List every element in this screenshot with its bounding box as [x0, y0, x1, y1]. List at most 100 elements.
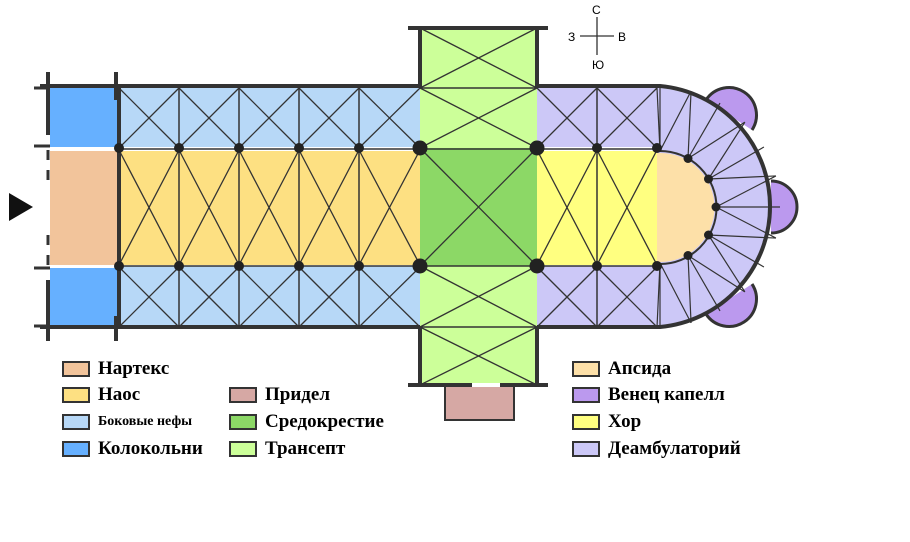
pier	[294, 143, 304, 153]
pier	[711, 202, 721, 212]
chapel-outlines	[704, 86, 799, 328]
legend-label-nave: Наос	[98, 384, 141, 405]
pier	[412, 258, 428, 274]
legend-label-ambulatory: Деамбулаторий	[608, 438, 741, 459]
pier	[652, 143, 662, 153]
legend-label-crossing: Средокрестие	[265, 411, 384, 432]
pier	[683, 250, 693, 260]
pier	[294, 261, 304, 271]
vault-rib	[596, 149, 658, 266]
ambulatory-rib	[656, 87, 661, 152]
vault-rib	[298, 149, 360, 266]
north-tower	[50, 88, 119, 147]
ambulatory-rib	[659, 90, 692, 152]
legend-swatch-crossing	[229, 414, 257, 430]
vault-rib	[536, 149, 598, 266]
legend-choir: Хор	[572, 411, 641, 433]
chapel-north	[706, 87, 757, 130]
apse-region	[657, 153, 715, 262]
doorway-gaps	[472, 383, 500, 387]
vault-rib	[419, 147, 538, 267]
vault-rib	[358, 266, 421, 328]
vault-rib	[596, 87, 658, 149]
transept-south-arm	[420, 266, 537, 385]
vault-rib	[118, 149, 180, 266]
pier	[354, 261, 364, 271]
legend-swatch-ambulatory	[572, 441, 600, 457]
legend-chapels-crown: Венец капелл	[572, 384, 725, 406]
legend-ambulatory: Деамбулаторий	[572, 438, 741, 460]
pier	[652, 261, 662, 271]
bay-lines	[119, 87, 657, 328]
compass-south-label: Ю	[592, 58, 604, 72]
vault-rib	[536, 87, 598, 149]
vault-rib	[118, 266, 180, 328]
legend-aisles: Боковые нефы	[62, 411, 192, 433]
vault-rib	[596, 266, 658, 328]
vault-rib	[238, 149, 300, 266]
compass-west-label: З	[568, 30, 575, 44]
legend-chapel: Придел	[229, 384, 330, 406]
pier	[114, 261, 124, 271]
pier	[529, 258, 545, 274]
legend-swatch-aisles	[62, 414, 90, 430]
ambulatory-rib	[708, 146, 765, 180]
legend-swatch-chapels-crown	[572, 387, 600, 403]
legend-label-aisles: Боковые нефы	[98, 414, 193, 429]
legend-label-choir: Хор	[608, 411, 642, 432]
ambulatory-rib	[687, 91, 692, 159]
compass-north-label: С	[592, 3, 601, 17]
legend-towers: Колокольни	[62, 438, 203, 460]
pier	[703, 174, 713, 184]
compass-rose: С Ю З В	[568, 3, 626, 72]
ambulatory-rib	[687, 255, 721, 312]
legend-label-narthex: Нартекс	[98, 358, 170, 379]
side-chapel-region	[445, 386, 514, 420]
pier	[592, 143, 602, 153]
legend-crossing: Средокрестие	[229, 411, 384, 433]
entrance-wall-dashes	[34, 86, 50, 328]
outer-walls	[40, 26, 773, 387]
legend-apse: Апсида	[572, 358, 671, 380]
legend-swatch-choir	[572, 414, 600, 430]
vault-rib	[419, 326, 538, 386]
legend-label-towers: Колокольни	[98, 438, 203, 459]
legend-swatch-transept	[229, 441, 257, 457]
pier	[234, 261, 244, 271]
pier	[412, 140, 428, 156]
vault-rib	[419, 87, 538, 149]
legend-narthex: Нартекс	[62, 358, 169, 380]
legend-swatch-towers	[62, 441, 90, 457]
ambulatory-rib	[687, 121, 746, 160]
piers	[114, 140, 721, 274]
vault-rib	[238, 87, 300, 149]
ambulatory-rib	[656, 262, 661, 328]
legend-label-chapel: Придел	[265, 384, 330, 405]
legend-nave: Наос	[62, 384, 140, 406]
vault-rib	[178, 87, 240, 149]
vault-ribs	[118, 27, 658, 386]
pier	[703, 230, 713, 240]
vault-rib	[419, 265, 538, 328]
ambulatory-rib	[707, 234, 746, 293]
pier	[529, 140, 545, 156]
pier	[234, 143, 244, 153]
chapel-east	[771, 181, 797, 233]
vault-rib	[238, 266, 300, 328]
ambulatory-rib	[659, 262, 692, 324]
pier	[354, 143, 364, 153]
legend-swatch-apse	[572, 361, 600, 377]
vault-rib	[419, 27, 538, 89]
pier	[683, 154, 693, 164]
vault-rib	[358, 87, 421, 149]
legend-label-apse: Апсида	[608, 358, 672, 379]
vault-rib	[118, 87, 180, 149]
ambulatory-rib	[687, 254, 746, 293]
vault-rib	[358, 149, 421, 266]
ambulatory-rib	[687, 102, 721, 159]
narthex-region	[50, 151, 119, 265]
legend-swatch-chapel	[229, 387, 257, 403]
ambulatory-rib	[707, 121, 746, 180]
vault-rib	[536, 266, 598, 328]
